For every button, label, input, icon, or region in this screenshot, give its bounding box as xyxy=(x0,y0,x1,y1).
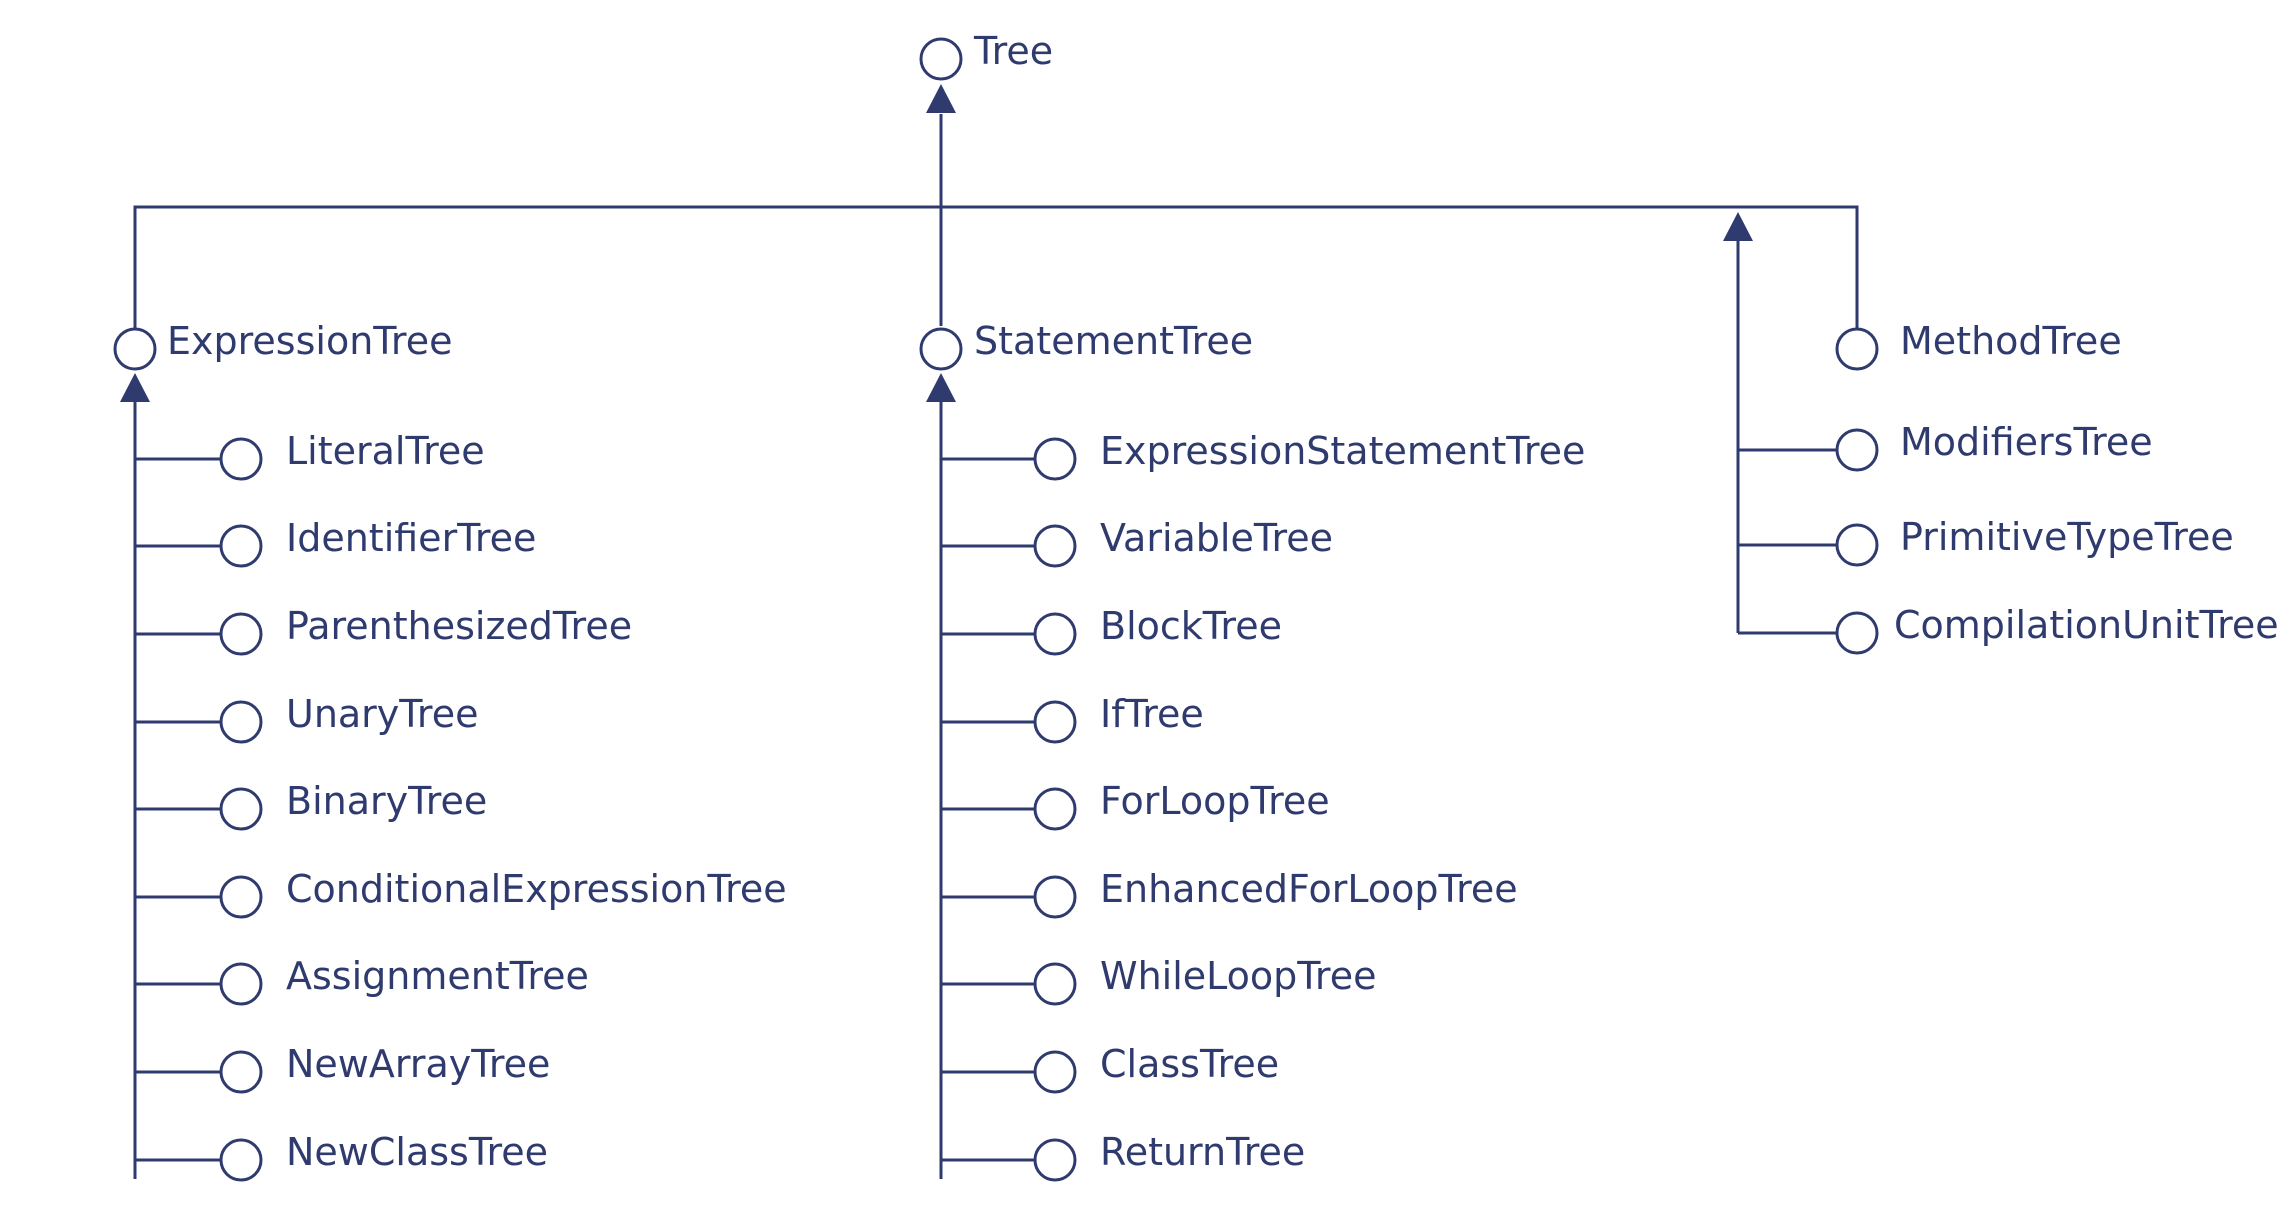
variable-tree-node-label: VariableTree xyxy=(1100,516,1334,560)
expression-tree-node-label: ExpressionTree xyxy=(167,319,453,363)
root-node-circle xyxy=(919,37,963,81)
return-tree-node-circle xyxy=(1033,1138,1077,1182)
method-tree-node-circle xyxy=(1835,327,1879,371)
class-tree-node-circle xyxy=(1033,1050,1077,1094)
conditional-expression-tree-node-label: ConditionalExpressionTree xyxy=(286,867,787,911)
new-class-tree-node-label: NewClassTree xyxy=(286,1130,549,1174)
expression-tree-node-circle xyxy=(113,327,157,371)
if-tree-node-label: IfTree xyxy=(1100,692,1204,736)
statement-tree-node-label: StatementTree xyxy=(974,319,1254,363)
enhanced-for-loop-tree-node-label: EnhancedForLoopTree xyxy=(1100,867,1518,911)
compilation-unit-tree-node-label: CompilationUnitTree xyxy=(1894,603,2279,647)
statement-tree-node-circle xyxy=(919,327,963,371)
new-array-tree-node-circle xyxy=(219,1050,263,1094)
primitive-type-tree-node-circle xyxy=(1835,523,1879,567)
root-arrow xyxy=(926,84,956,113)
modifiers-tree-node-label: ModifiersTree xyxy=(1900,420,2153,464)
expression-statement-tree-node-circle xyxy=(1033,437,1077,481)
connector-layer xyxy=(120,84,1859,1179)
parenthesized-tree-node-label: ParenthesizedTree xyxy=(286,604,633,648)
block-tree-node-label: BlockTree xyxy=(1100,604,1282,648)
conditional-expression-tree-node-circle xyxy=(219,875,263,919)
variable-tree-node-circle xyxy=(1033,524,1077,568)
hierarchy-bus xyxy=(133,205,1859,328)
new-array-tree-node-label: NewArrayTree xyxy=(286,1042,551,1086)
while-loop-tree-node-circle xyxy=(1033,962,1077,1006)
statement-tree-arrow xyxy=(926,373,956,402)
modifiers-tree-node-circle xyxy=(1835,428,1879,472)
literal-tree-node-label: LiteralTree xyxy=(286,429,485,473)
block-tree-node-circle xyxy=(1033,612,1077,656)
assignment-tree-node-circle xyxy=(219,962,263,1006)
identifier-tree-node-circle xyxy=(219,524,263,568)
root-node-label: Tree xyxy=(974,29,1054,73)
parenthesized-tree-node-circle xyxy=(219,612,263,656)
unary-tree-node-circle xyxy=(219,700,263,744)
literal-tree-node-circle xyxy=(219,437,263,481)
for-loop-tree-node-label: ForLoopTree xyxy=(1100,779,1330,823)
unary-tree-node-label: UnaryTree xyxy=(286,692,479,736)
side-arrow xyxy=(1723,212,1753,241)
while-loop-tree-node-label: WhileLoopTree xyxy=(1100,954,1377,998)
if-tree-node-circle xyxy=(1033,700,1077,744)
binary-tree-node-label: BinaryTree xyxy=(286,779,488,823)
compilation-unit-tree-node-circle xyxy=(1835,611,1879,655)
expression-statement-tree-node-label: ExpressionStatementTree xyxy=(1100,429,1586,473)
node-layer xyxy=(113,37,1879,1182)
primitive-type-tree-node-label: PrimitiveTypeTree xyxy=(1900,515,2234,559)
identifier-tree-node-label: IdentifierTree xyxy=(286,516,537,560)
for-loop-tree-node-circle xyxy=(1033,787,1077,831)
new-class-tree-node-circle xyxy=(219,1138,263,1182)
binary-tree-node-circle xyxy=(219,787,263,831)
enhanced-for-loop-tree-node-circle xyxy=(1033,875,1077,919)
method-tree-node-label: MethodTree xyxy=(1900,319,2122,363)
assignment-tree-node-label: AssignmentTree xyxy=(286,954,589,998)
return-tree-node-label: ReturnTree xyxy=(1100,1130,1306,1174)
expression-tree-arrow xyxy=(120,373,150,402)
class-tree-node-label: ClassTree xyxy=(1100,1042,1280,1086)
